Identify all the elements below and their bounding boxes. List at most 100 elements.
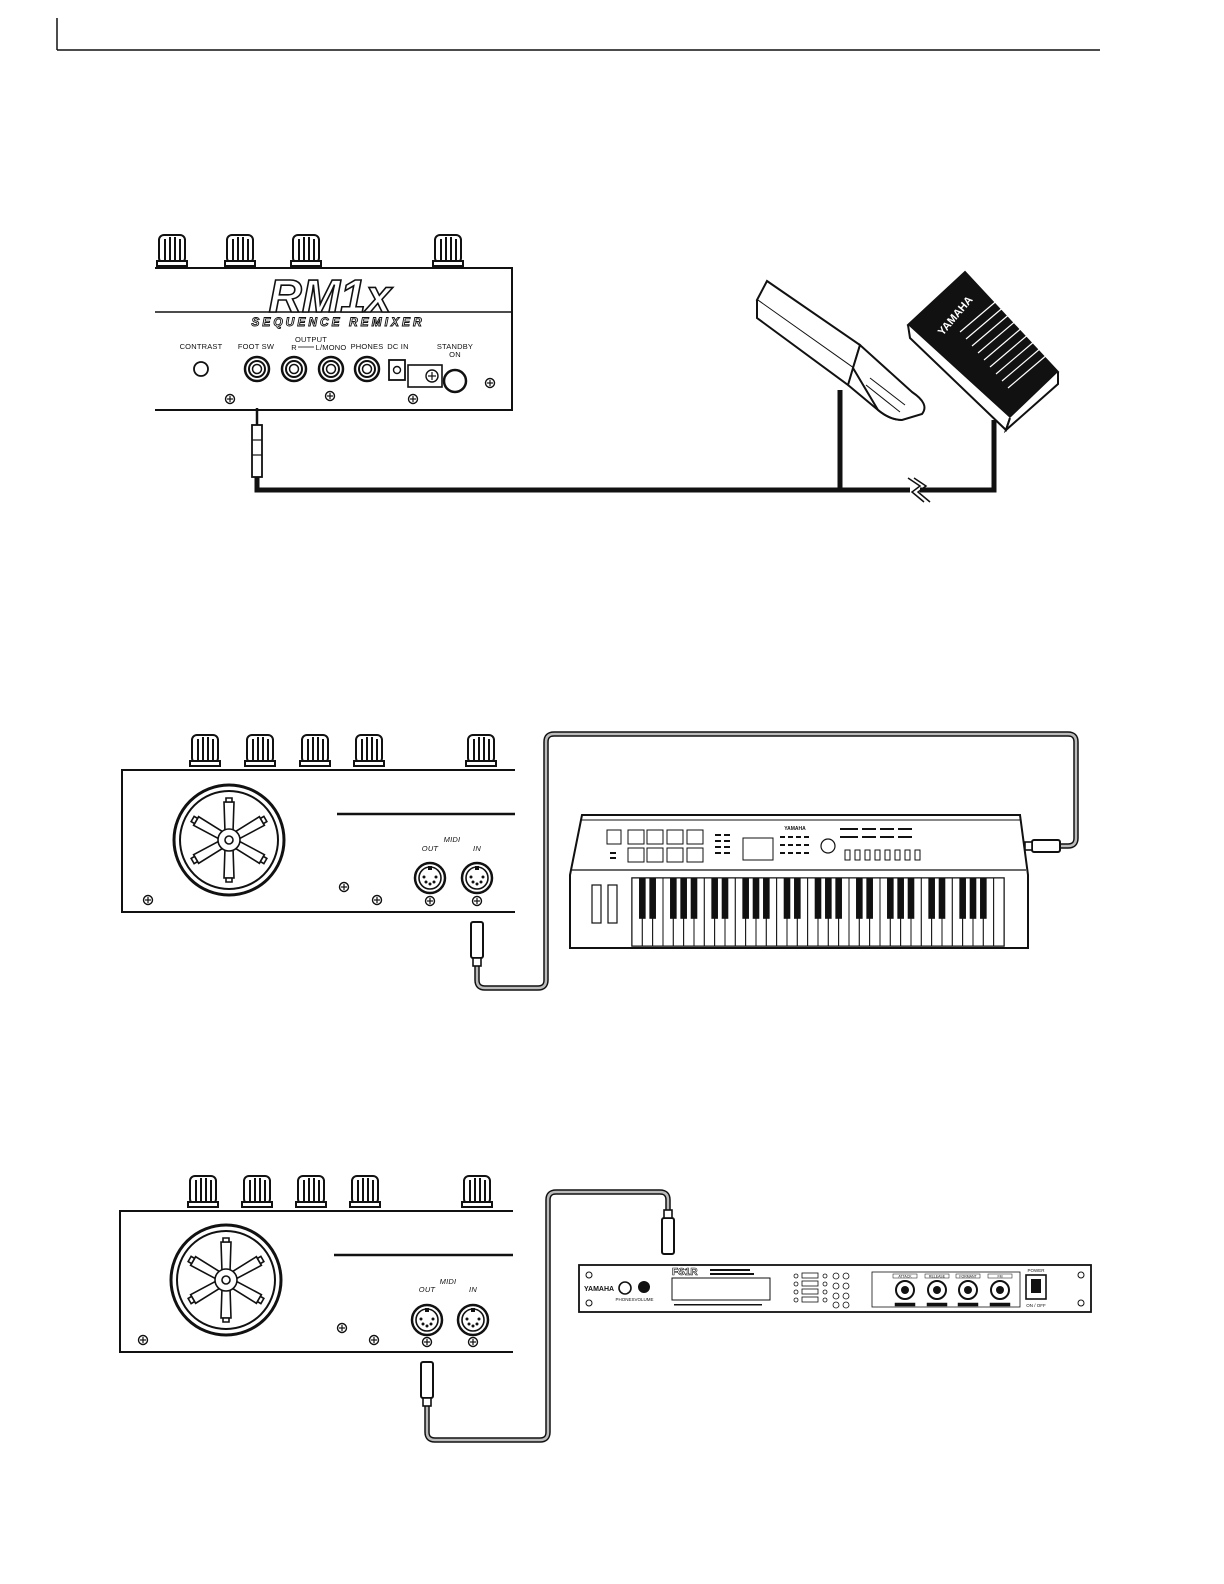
knob-icon xyxy=(245,735,275,766)
screw-icon xyxy=(370,1336,379,1345)
knob-icon xyxy=(350,1176,380,1207)
midi-plug-icon xyxy=(662,1210,674,1254)
black-key xyxy=(887,878,894,919)
lcd-display xyxy=(672,1278,770,1300)
knob-icon xyxy=(225,235,255,266)
screw-icon xyxy=(469,1338,478,1347)
black-key xyxy=(908,878,915,919)
midi-out-port xyxy=(415,863,445,893)
midi-plug-icon xyxy=(1032,840,1060,852)
knob-label: ATTACK xyxy=(898,1275,912,1279)
black-key xyxy=(939,878,946,919)
black-key xyxy=(815,878,822,919)
midi-plug-icon xyxy=(471,922,483,966)
screw-icon xyxy=(486,379,495,388)
screw-icon xyxy=(326,392,335,401)
foot-sw-label: FOOT SW xyxy=(238,342,275,351)
midi-in-port xyxy=(462,863,492,893)
knob-icon xyxy=(300,735,330,766)
page-header-rule xyxy=(57,18,1100,50)
screw-icon xyxy=(473,897,482,906)
midi-plug-icon xyxy=(421,1362,433,1406)
rm1x-subtitle: SEQUENCE REMIXER xyxy=(251,315,424,329)
rm1x-rear-panel-2: MIDI OUT IN xyxy=(120,1176,513,1352)
screw-icon xyxy=(423,1338,432,1347)
black-key xyxy=(784,878,791,919)
output-r-jack xyxy=(282,357,306,381)
knob-icon xyxy=(242,1176,272,1207)
black-key xyxy=(980,878,987,919)
black-key xyxy=(639,878,646,919)
screw-icon xyxy=(373,896,382,905)
yamaha-logo-icon xyxy=(174,785,284,895)
contrast-label: CONTRAST xyxy=(180,342,223,351)
midi-out-label: OUT xyxy=(419,1285,437,1294)
midi-out-port xyxy=(412,1305,442,1335)
black-key xyxy=(928,878,935,919)
screw-icon xyxy=(426,897,435,906)
module-brand-label: YAMAHA xyxy=(584,1286,614,1293)
screw-icon xyxy=(338,1324,347,1333)
knob-icon xyxy=(354,735,384,766)
black-key xyxy=(794,878,801,919)
contrast-knob[interactable] xyxy=(194,362,208,376)
screw-icon xyxy=(409,395,418,404)
black-key xyxy=(670,878,677,919)
knob-label: FM xyxy=(997,1275,1002,1279)
black-key xyxy=(970,878,977,919)
standby-switch[interactable] xyxy=(444,370,466,392)
black-key xyxy=(722,878,729,919)
power-label: POWER xyxy=(1027,1268,1045,1273)
volume-knob[interactable] xyxy=(638,1281,650,1293)
knob-icon xyxy=(190,735,220,766)
yamaha-foot-switch: YAMAHA xyxy=(908,272,1058,430)
power-state-label: ON / OFF xyxy=(1026,1303,1046,1308)
black-key xyxy=(742,878,749,919)
screw-icon xyxy=(144,896,153,905)
pitch-wheel xyxy=(592,885,601,923)
rm1x-rear-panel-1: MIDI OUT IN xyxy=(122,735,515,912)
black-key xyxy=(825,878,832,919)
fs1r-module: YAMAHA PHONES VOLUME FS1R xyxy=(579,1265,1091,1312)
output-l-jack xyxy=(319,357,343,381)
screw-icon xyxy=(226,395,235,404)
phones-label: PHONES xyxy=(351,342,384,351)
midi-in-label: IN xyxy=(469,1285,477,1294)
midi-keyboard: YAMAHA xyxy=(570,815,1028,948)
knob-icon xyxy=(433,235,463,266)
black-key xyxy=(691,878,698,919)
midi-out-label: OUT xyxy=(422,844,440,853)
foot-sw-jack xyxy=(245,357,269,381)
black-key xyxy=(649,878,656,919)
module-model-label: FS1R xyxy=(672,1267,698,1278)
data-dial-icon xyxy=(821,839,835,853)
knob-icon xyxy=(188,1176,218,1207)
black-key xyxy=(866,878,873,919)
white-key xyxy=(994,878,1004,946)
knob-icon xyxy=(462,1176,492,1207)
midi-in-port xyxy=(458,1305,488,1335)
knob-label: RELEASE xyxy=(929,1275,946,1279)
knob-icon xyxy=(291,235,321,266)
midi-label: MIDI xyxy=(444,835,461,844)
knob-icon xyxy=(466,735,496,766)
black-key xyxy=(680,878,687,919)
knob-icon xyxy=(157,235,187,266)
rm1x-front-panel: RM1x SEQUENCE REMIXER CONTRAST FOOT SW O… xyxy=(155,235,512,410)
black-key xyxy=(763,878,770,919)
black-key xyxy=(753,878,760,919)
mod-wheel xyxy=(608,885,617,923)
output-l-label: L/MONO xyxy=(316,343,347,352)
screw-icon xyxy=(139,1336,148,1345)
module-phones-label: PHONES xyxy=(615,1297,634,1302)
midi-in-label: IN xyxy=(473,844,481,853)
screw-icon xyxy=(340,883,349,892)
black-key xyxy=(856,878,863,919)
black-key xyxy=(897,878,904,919)
black-key xyxy=(835,878,842,919)
on-label: ON xyxy=(449,350,461,359)
midi-label: MIDI xyxy=(440,1277,457,1286)
keyboard-brand-label: YAMAHA xyxy=(784,826,806,832)
output-r-label: R xyxy=(291,343,297,352)
